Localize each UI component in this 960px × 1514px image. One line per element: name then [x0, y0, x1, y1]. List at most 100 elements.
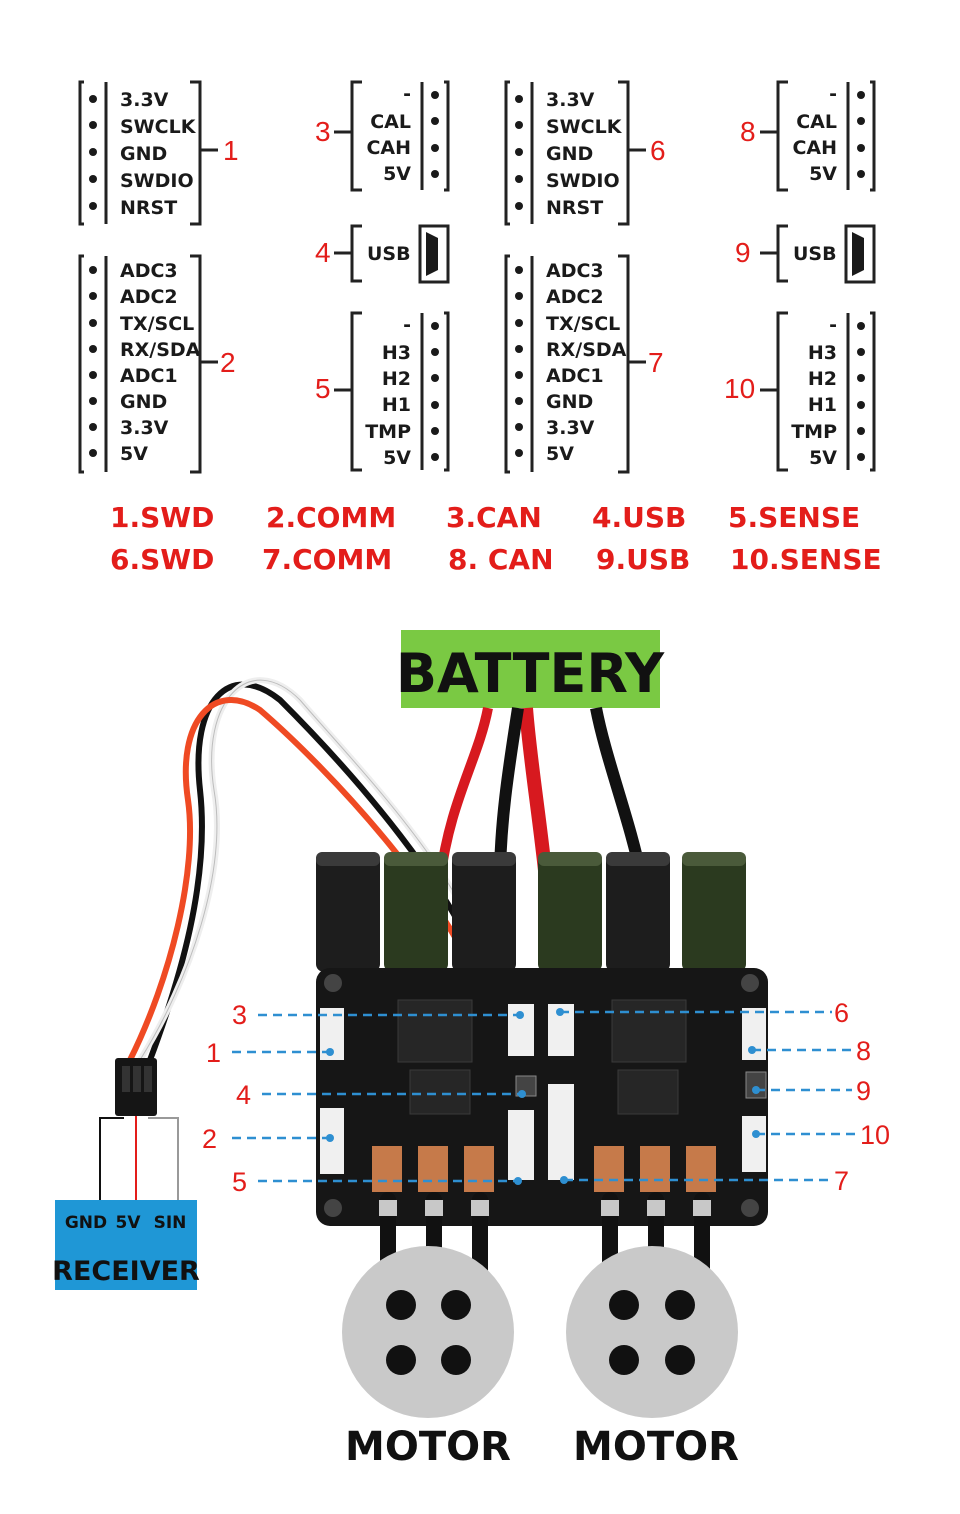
legend-item: 7.COMM [262, 543, 392, 576]
connector-5: 5 - H3 H2 H1 TMP 5V [315, 311, 450, 472]
callout-number: 7 [834, 1166, 849, 1196]
pin-label: H1 [382, 394, 411, 416]
legend: 1.SWD 2.COMM 3.CAN 4.USB 5.SENSE 6.SWD 7… [110, 501, 882, 576]
battery: BATTERY [396, 630, 665, 882]
legend-item: 1.SWD [110, 501, 214, 534]
connector-1: 3.3V SWCLK GND SWDIO NRST 1 [78, 80, 239, 226]
esc-board [316, 852, 768, 1308]
pin-label: SWCLK [120, 116, 197, 138]
callout-number: 8 [856, 1036, 871, 1066]
legend-item: 3.CAN [446, 501, 542, 534]
pin-label: TMP [791, 421, 837, 443]
pin-label: 3.3V [546, 89, 595, 111]
pin-label: NRST [120, 197, 177, 219]
pin-label: ADC1 [546, 365, 604, 387]
legend-item: 4.USB [592, 501, 686, 534]
pin-label: CAL [370, 111, 411, 133]
callout-number: 1 [206, 1038, 221, 1068]
pin-label: 3.3V [120, 417, 169, 439]
receiver-pin-5v: 5V [116, 1213, 142, 1233]
connector-2: ADC3 ADC2 TX/SCL RX/SDA ADC1 GND 3.3V 5V… [78, 254, 236, 474]
pin-label: H3 [382, 342, 411, 364]
connector-6: 3.3V SWCLK GND SWDIO NRST 6 [504, 80, 666, 226]
pin-label: ADC1 [120, 365, 178, 387]
pin-label: RX/SDA [546, 339, 627, 361]
pin-label: GND [120, 143, 167, 165]
connector-number: 4 [315, 237, 331, 268]
receiver-box [55, 1200, 197, 1290]
callout-number: 9 [856, 1076, 871, 1106]
pin-label: 5V [383, 447, 411, 469]
connector-number: 6 [650, 135, 666, 166]
pin-label: TX/SCL [120, 313, 194, 335]
pin-label: GND [546, 143, 593, 165]
pin-label: - [829, 314, 837, 336]
callouts: 3 1 4 2 5 6 8 9 10 7 [202, 998, 890, 1197]
pin-label: ADC3 [120, 260, 178, 282]
legend-item: 6.SWD [110, 543, 214, 576]
pin-label: ADC2 [546, 286, 604, 308]
connector-number: 10 [724, 373, 755, 404]
callout-number: 4 [236, 1080, 251, 1110]
pin-label: CAH [792, 137, 837, 159]
usb-port-icon [426, 232, 438, 276]
pin-label: 5V [809, 447, 837, 469]
pin-label: CAH [366, 137, 411, 159]
connector-8: 8 - CAL CAH 5V [740, 80, 876, 192]
connector-4: 4 USB [315, 224, 450, 284]
legend-item: 10.SENSE [730, 543, 882, 576]
receiver: GND 5V SIN RECEIVER [52, 1200, 200, 1290]
pin-label: H2 [382, 368, 411, 390]
receiver-label: RECEIVER [52, 1256, 200, 1287]
motor-label: MOTOR [573, 1424, 739, 1470]
connector-7: ADC3 ADC2 TX/SCL RX/SDA ADC1 GND 3.3V 5V… [504, 254, 664, 474]
pin-label: TMP [365, 421, 411, 443]
receiver-pin-sin: SIN [154, 1213, 187, 1233]
connector-number: 8 [740, 116, 756, 147]
receiver-pin-gnd: GND [65, 1213, 107, 1233]
legend-item: 9.USB [596, 543, 690, 576]
connector-9: 9 USB [735, 224, 876, 284]
pin-label: 3.3V [120, 89, 169, 111]
callout-number: 10 [860, 1120, 890, 1150]
pin-label: - [403, 314, 411, 336]
pin-label: SWCLK [546, 116, 623, 138]
pin-label: 5V [546, 443, 574, 465]
motor-left: MOTOR [342, 1246, 514, 1470]
pin-label: USB [367, 243, 411, 265]
connector-number: 7 [648, 347, 664, 378]
pin-label: GND [546, 391, 593, 413]
connector-number: 9 [735, 237, 751, 268]
pin-label: H1 [808, 394, 837, 416]
legend-item: 2.COMM [266, 501, 396, 534]
connector-number: 2 [220, 347, 236, 378]
pin-label: 5V [120, 443, 148, 465]
callout-number: 6 [834, 998, 849, 1028]
battery-box [401, 630, 660, 708]
motor-label: MOTOR [345, 1424, 511, 1470]
pin-label: NRST [546, 197, 603, 219]
pin-label: 3.3V [546, 417, 595, 439]
pin-label: H2 [808, 368, 837, 390]
pin-label: 5V [383, 163, 411, 185]
pin-label: RX/SDA [120, 339, 201, 361]
capacitor-row [316, 852, 746, 972]
pin-label: SWDIO [120, 170, 194, 192]
pin-label: SWDIO [546, 170, 620, 192]
pin-label: ADC3 [546, 260, 604, 282]
callout-number: 3 [232, 1000, 247, 1030]
legend-item: 8. CAN [448, 543, 554, 576]
pin-label: - [829, 83, 837, 105]
connector-3: 3 - CAL CAH 5V [315, 80, 450, 192]
pin-label: GND [120, 391, 167, 413]
pin-label: USB [793, 243, 837, 265]
connector-10: 10 - H3 H2 H1 TMP 5V [724, 311, 876, 472]
battery-label: BATTERY [396, 642, 665, 705]
usb-port-icon [852, 232, 864, 276]
pin-label: H3 [808, 342, 837, 364]
connector-number: 3 [315, 116, 331, 147]
connector-number: 1 [223, 135, 239, 166]
pin-label: 5V [809, 163, 837, 185]
legend-item: 5.SENSE [728, 501, 860, 534]
